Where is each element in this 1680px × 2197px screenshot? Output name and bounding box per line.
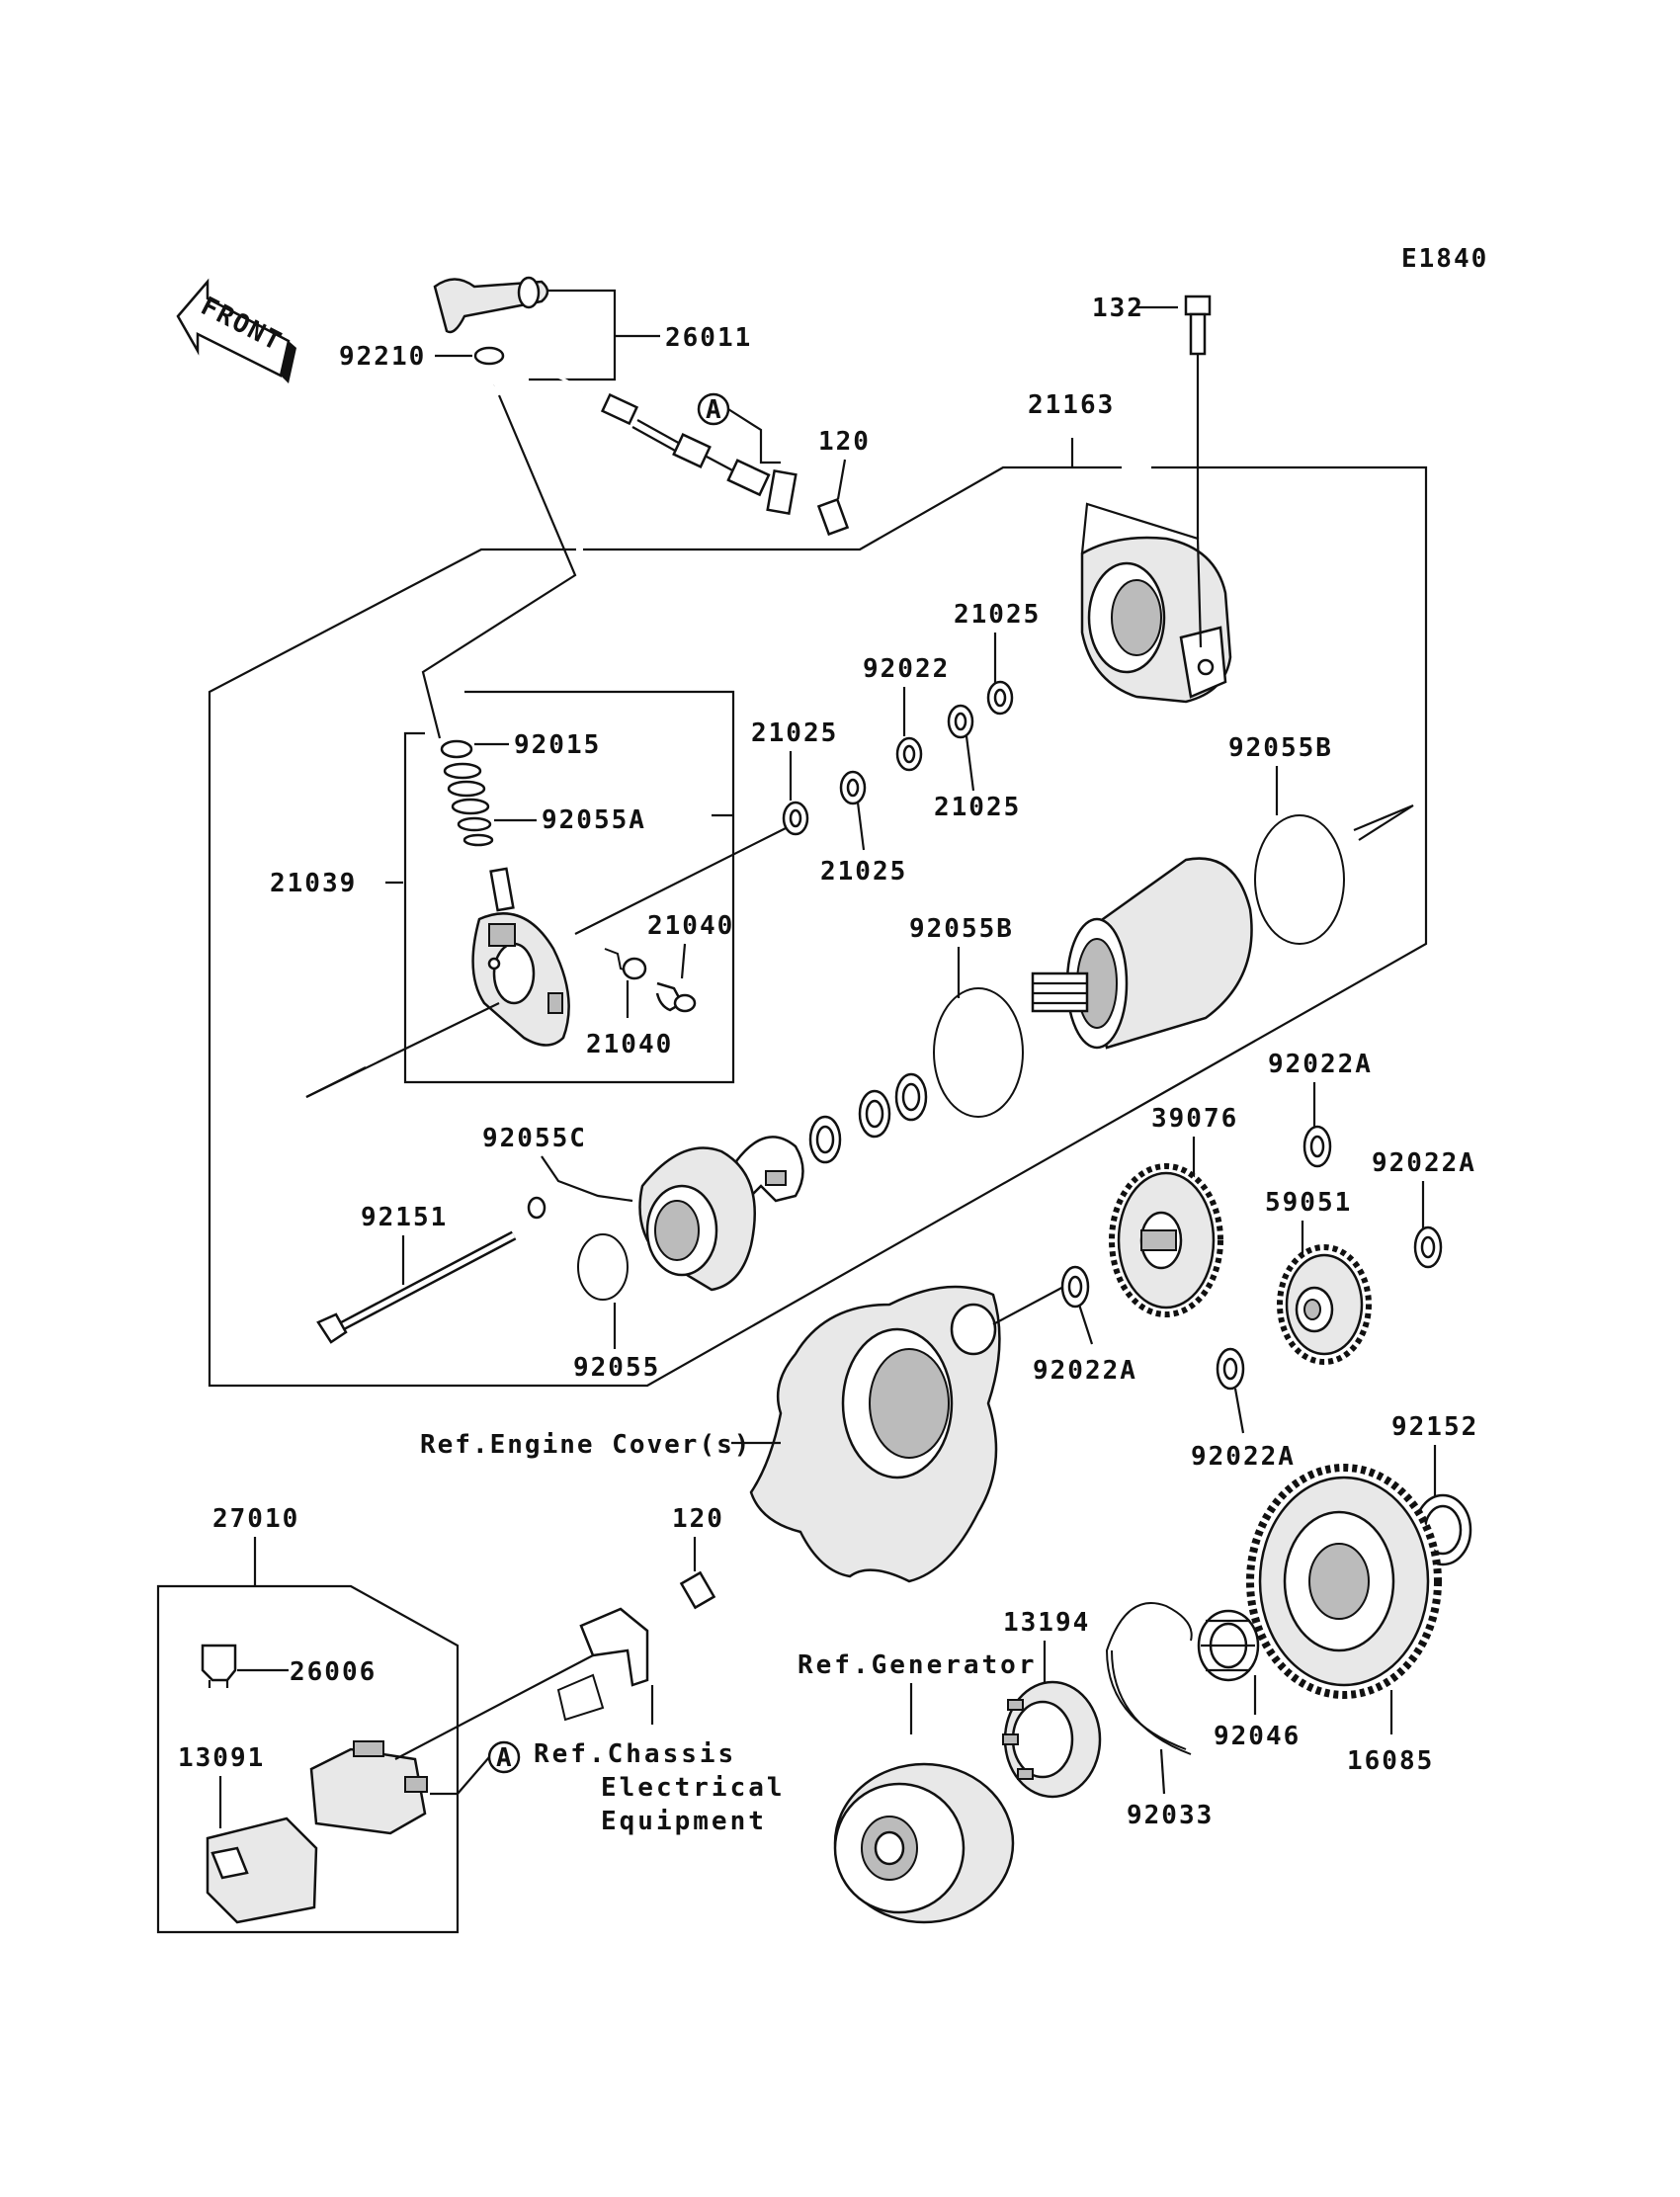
nut-92210-icon xyxy=(473,346,505,366)
part-label-21025-c: 21025 xyxy=(751,718,838,748)
part-label-92022A-d: 92022A xyxy=(1191,1442,1296,1472)
part-label-26011: 26011 xyxy=(665,323,752,353)
part-label-92022A-b: 92022A xyxy=(1372,1148,1476,1178)
part-label-39076: 39076 xyxy=(1151,1104,1238,1134)
diagram-code: E1840 xyxy=(1401,244,1488,274)
front-arrow-icon: FRONT xyxy=(176,278,296,383)
starter-motor-group-outline xyxy=(208,438,1428,1388)
screw-120-top-icon xyxy=(816,497,850,537)
part-label-59051: 59051 xyxy=(1265,1188,1352,1218)
ref-chassis-line2: Electrical xyxy=(601,1773,786,1803)
part-label-92022: 92022 xyxy=(863,654,950,684)
part-label-92210: 92210 xyxy=(339,342,426,372)
o-ring-92055 xyxy=(577,1233,629,1301)
part-label-13091: 13091 xyxy=(178,1743,265,1773)
o-ring-92055B-b xyxy=(933,987,1024,1118)
part-label-21040-b: 21040 xyxy=(586,1030,673,1059)
ref-generator: Ref.Generator xyxy=(798,1650,1038,1680)
part-label-92022A-c: 92022A xyxy=(1033,1356,1137,1386)
part-label-21163: 21163 xyxy=(1028,390,1115,420)
brush-holder-group-outline xyxy=(385,690,735,1084)
one-way-clutch-13194-icon xyxy=(1002,1680,1102,1799)
part-label-120-top: 120 xyxy=(818,427,871,457)
ref-engine-cover: Ref.Engine Cover(s) xyxy=(420,1430,751,1460)
o-ring-92055C xyxy=(527,1196,546,1220)
spring-21040-a-icon xyxy=(655,981,697,1013)
part-label-92055B-b: 92055B xyxy=(909,914,1014,944)
fuse-26006-icon xyxy=(201,1644,237,1688)
part-label-21039: 21039 xyxy=(270,869,357,898)
part-label-13194: 13194 xyxy=(1003,1608,1090,1638)
part-label-92046: 92046 xyxy=(1214,1722,1301,1751)
bolt-132-icon xyxy=(1184,295,1212,539)
screw-120-bottom-icon xyxy=(679,1570,716,1610)
o-ring-92055B-a xyxy=(1254,814,1345,945)
part-label-21025-a: 21025 xyxy=(954,600,1041,630)
ref-chassis-line3: Equipment xyxy=(601,1807,767,1836)
part-label-27010: 27010 xyxy=(212,1504,299,1534)
part-label-26006: 26006 xyxy=(290,1657,377,1687)
starter-cable-26011-icon xyxy=(433,276,798,516)
part-label-21025-d: 21025 xyxy=(820,857,907,887)
part-label-21040-a: 21040 xyxy=(647,911,734,941)
part-label-92055: 92055 xyxy=(573,1353,660,1383)
ref-chassis-line1: Ref.Chassis xyxy=(534,1739,736,1769)
part-label-92033: 92033 xyxy=(1127,1801,1214,1830)
part-label-132: 132 xyxy=(1092,294,1144,323)
part-label-92055C: 92055C xyxy=(482,1124,587,1153)
part-label-16085: 16085 xyxy=(1347,1746,1434,1776)
starter-clutch-gear-16085-icon xyxy=(1246,1464,1442,1699)
relay-13091-icon xyxy=(206,1817,318,1924)
part-label-92151: 92151 xyxy=(361,1203,448,1232)
gear-59051-icon xyxy=(1277,1244,1372,1365)
spring-21040-b-icon xyxy=(604,948,647,980)
part-label-92055B-a: 92055B xyxy=(1228,733,1333,763)
part-label-92152: 92152 xyxy=(1391,1412,1478,1442)
needle-bearing-92046-icon xyxy=(1197,1609,1260,1682)
bolt-92151-icon xyxy=(316,1230,517,1344)
part-label-92015: 92015 xyxy=(514,730,601,760)
svg-text:A: A xyxy=(706,395,723,425)
callout-a-bottom: A xyxy=(430,1740,521,1796)
generator-rotor-ref-icon xyxy=(833,1762,1015,1924)
starter-relay-icon xyxy=(309,1740,428,1835)
starter-front-cover-21163-icon xyxy=(1080,502,1232,704)
idle-gear-39076-icon xyxy=(1109,1163,1223,1317)
brush-holder-plate-icon xyxy=(734,1136,804,1203)
relay-group-outline xyxy=(156,1584,460,1934)
starter-rear-cover-icon xyxy=(638,1146,756,1292)
part-label-120-bottom: 120 xyxy=(672,1504,724,1534)
callout-a-top: A xyxy=(697,392,781,465)
engine-cover-ref-icon xyxy=(749,1284,1068,1583)
part-label-92055A: 92055A xyxy=(542,805,646,835)
brush-holder-stack-icon xyxy=(440,739,515,912)
circlip-92033-icon xyxy=(1105,1602,1193,1755)
part-label-21025-b: 21025 xyxy=(934,793,1021,822)
part-label-92022A-a: 92022A xyxy=(1268,1050,1373,1079)
starter-motor-yoke-icon xyxy=(1031,857,1253,1050)
brush-plate-21039-icon xyxy=(471,912,570,1047)
relay-bracket-icon xyxy=(556,1607,649,1722)
svg-text:A: A xyxy=(496,1743,514,1773)
